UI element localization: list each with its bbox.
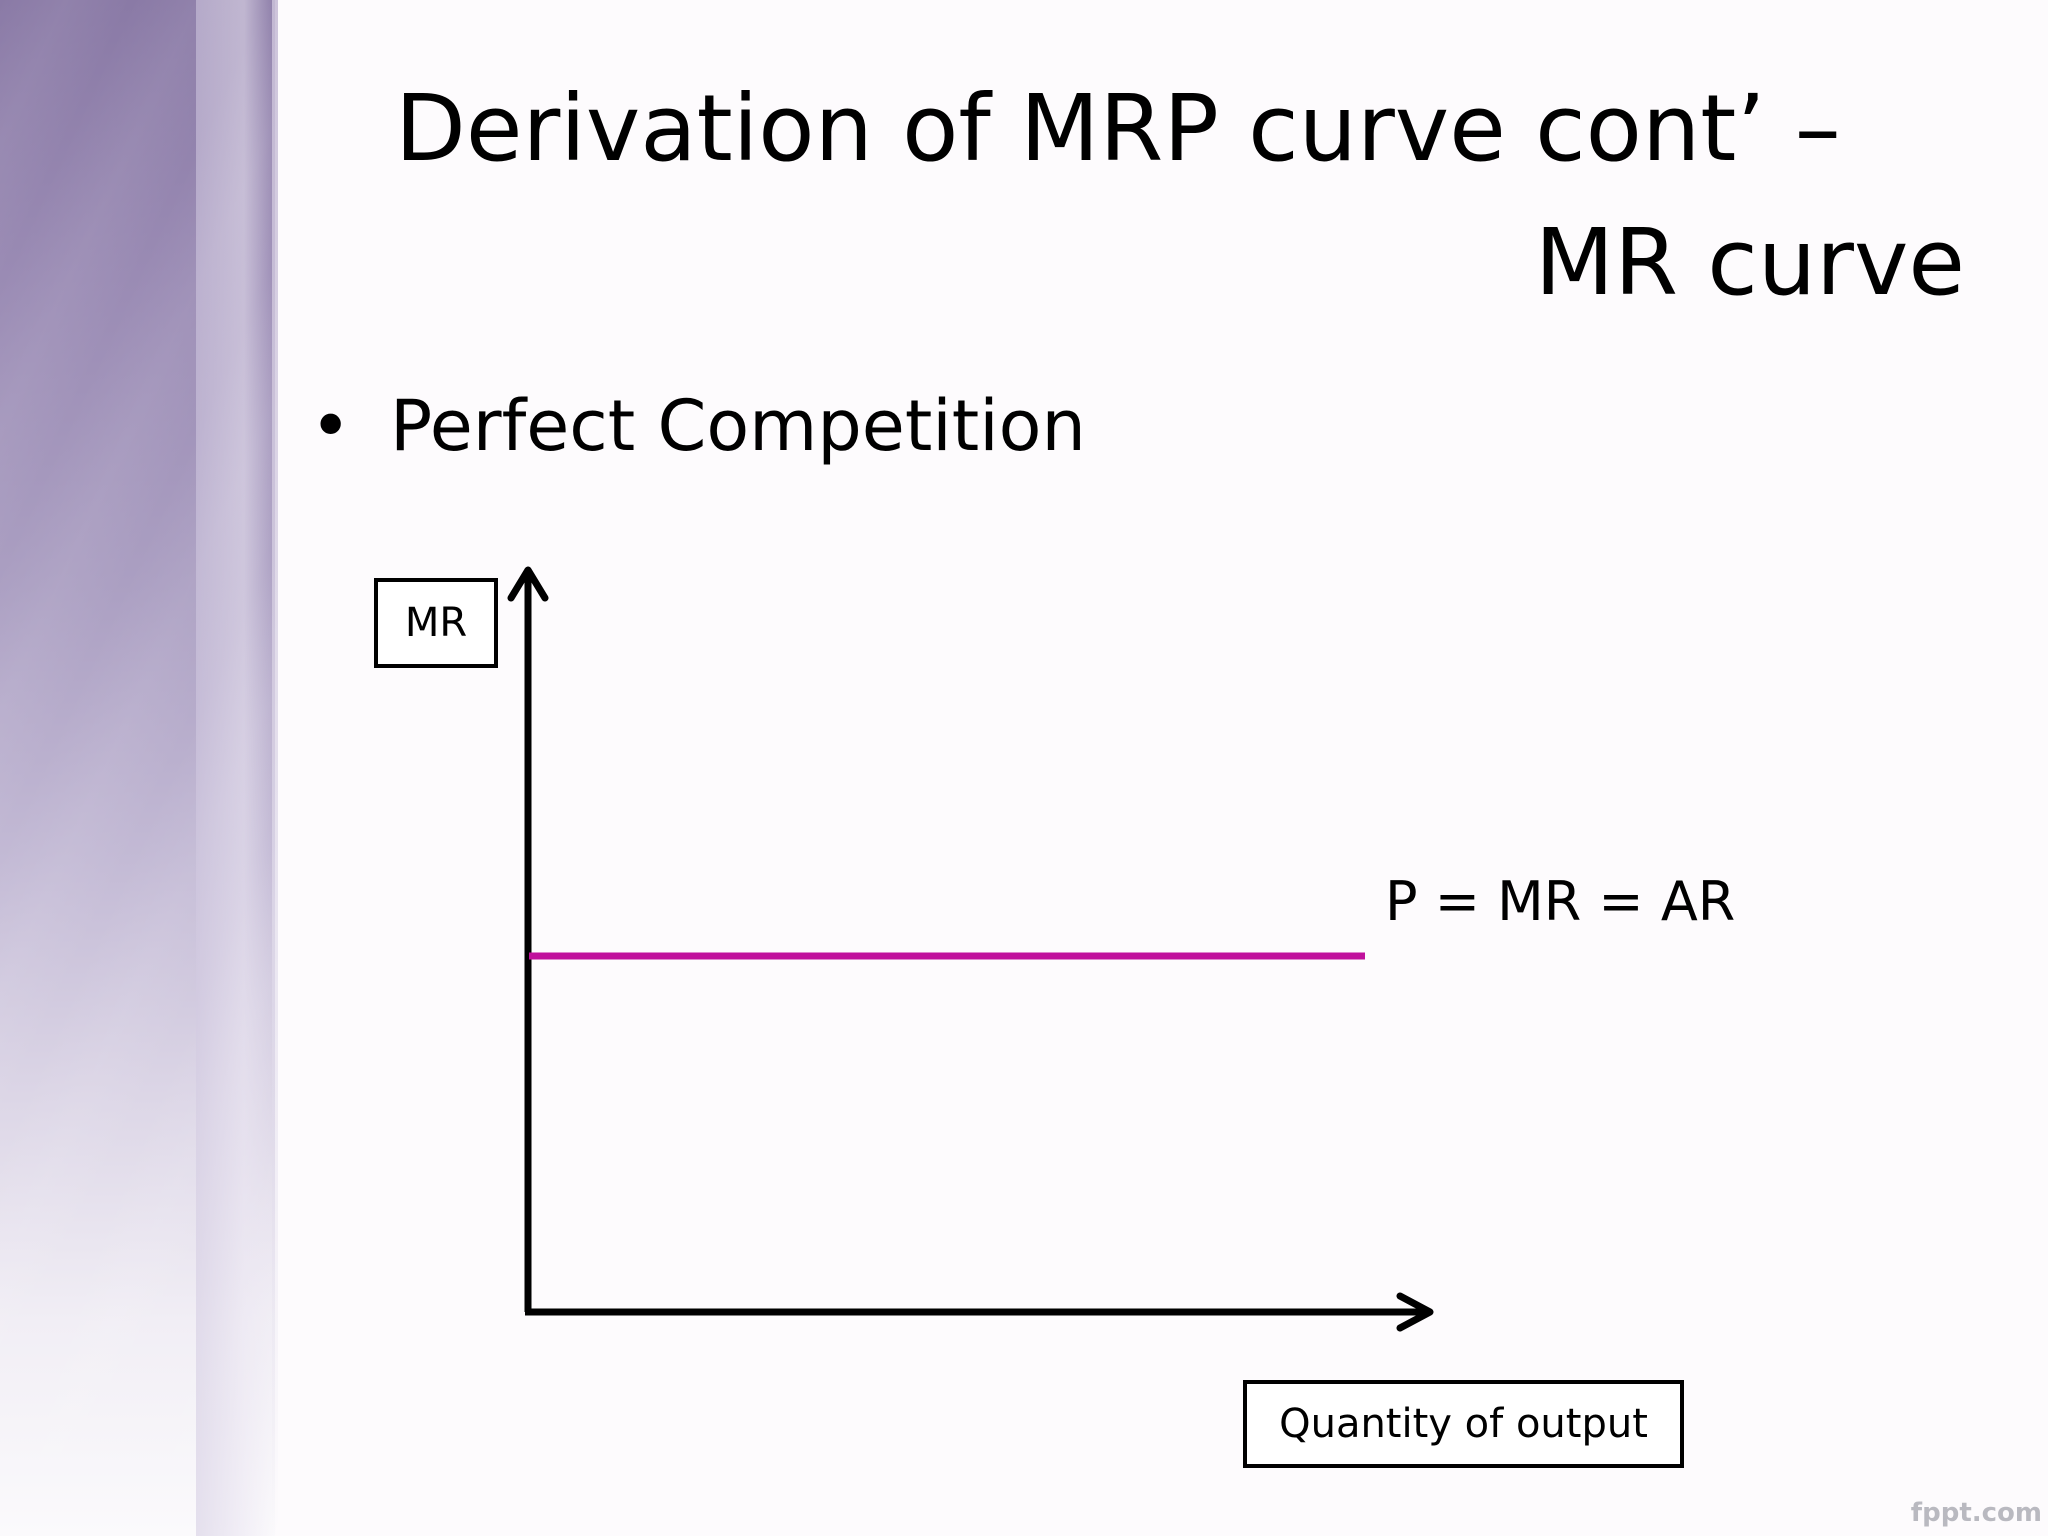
slide-title: Derivation of MRP curve cont’ – MR curve <box>395 62 1965 330</box>
watermark: fppt.com <box>1910 1498 2042 1528</box>
side-panel-edge-line <box>272 0 278 1536</box>
y-axis-label-box: MR <box>374 578 498 668</box>
curve-label: P = MR = AR <box>1385 870 1736 933</box>
side-panel-fade <box>196 0 276 1536</box>
x-axis-label-box: Quantity of output <box>1243 1380 1684 1468</box>
slide-title-line-2: MR curve <box>1534 209 1965 316</box>
slide-title-line-1: Derivation of MRP curve cont’ – <box>395 75 1841 182</box>
bullet-text: Perfect Competition <box>390 385 1086 467</box>
bullet-item: • Perfect Competition <box>310 376 1086 476</box>
y-axis-arrowhead <box>507 566 549 602</box>
y-axis-label: MR <box>404 600 468 646</box>
bullet-dot: • <box>310 385 352 467</box>
x-axis-label: Quantity of output <box>1279 1401 1648 1447</box>
x-axis-arrowhead <box>1396 1292 1434 1332</box>
